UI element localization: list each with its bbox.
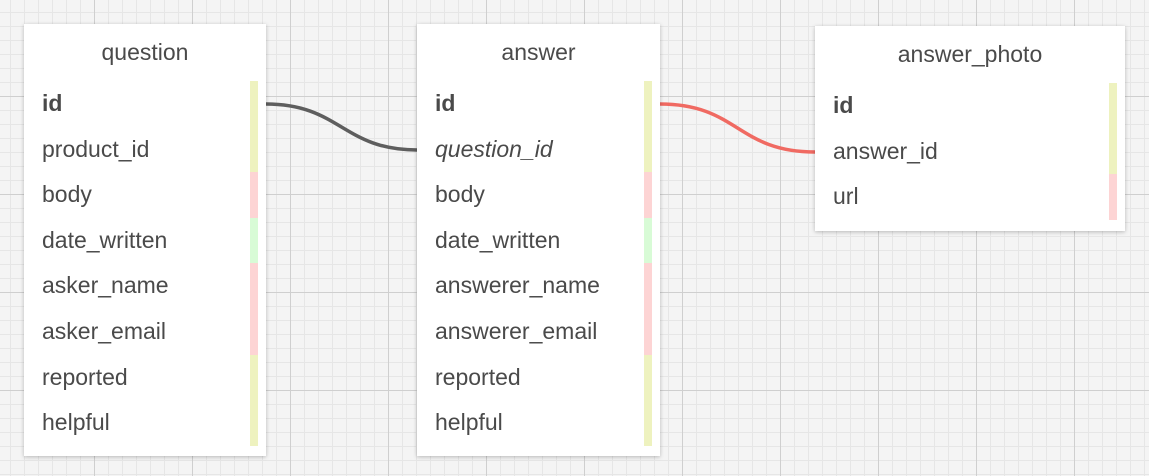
type-indicator (250, 400, 258, 446)
field-row-id[interactable]: id (815, 83, 1125, 129)
field-row-body[interactable]: body (24, 172, 266, 218)
entity-table-answer[interactable]: answer id question_id body date_written … (417, 24, 660, 456)
field-name: answer_id (833, 137, 938, 164)
type-indicator (644, 217, 652, 264)
type-indicator (644, 263, 652, 309)
field-row-helpful[interactable]: helpful (24, 400, 266, 446)
field-row-date-written[interactable]: date_written (417, 217, 660, 264)
field-name: asker_email (42, 317, 166, 344)
field-name: answerer_email (435, 317, 598, 344)
entity-table-answer-photo[interactable]: answer_photo id answer_id url (815, 26, 1125, 231)
type-indicator (250, 172, 258, 218)
type-indicator (1109, 128, 1117, 175)
field-name: asker_name (42, 272, 169, 299)
type-indicator (644, 81, 652, 127)
type-indicator (250, 217, 258, 264)
field-row-question-id[interactable]: question_id (417, 126, 660, 173)
field-name: helpful (42, 409, 110, 436)
field-name: date_written (435, 226, 561, 253)
field-name: id (42, 90, 63, 116)
field-row-url[interactable]: url (815, 174, 1125, 220)
field-row-answer-id[interactable]: answer_id (815, 128, 1125, 175)
type-indicator (1109, 174, 1117, 220)
field-name: answerer_name (435, 272, 600, 299)
field-name: helpful (435, 409, 503, 436)
type-indicator (644, 354, 652, 401)
field-row-reported[interactable]: reported (24, 354, 266, 401)
field-row-id[interactable]: id (24, 81, 266, 127)
field-name: question_id (435, 135, 553, 162)
type-indicator (644, 172, 652, 218)
type-indicator (1109, 83, 1117, 129)
field-name: product_id (42, 135, 150, 162)
relation-line-question-answer[interactable] (265, 102, 418, 152)
entity-title[interactable]: question (101, 39, 189, 65)
field-name: url (833, 183, 859, 210)
entity-title[interactable]: answer_photo (897, 41, 1043, 67)
field-name: reported (42, 363, 128, 390)
field-row-answerer-name[interactable]: answerer_name (417, 263, 660, 309)
field-name: reported (435, 363, 521, 390)
field-row-reported[interactable]: reported (417, 354, 660, 401)
field-row-id[interactable]: id (417, 81, 660, 127)
field-row-helpful[interactable]: helpful (417, 400, 660, 446)
type-indicator (644, 400, 652, 446)
relation-line-answer-answer-photo[interactable] (659, 102, 816, 154)
field-row-product-id[interactable]: product_id (24, 126, 266, 173)
entity-table-question[interactable]: question id product_id body date_written… (24, 24, 266, 456)
type-indicator (250, 81, 258, 127)
type-indicator (250, 126, 258, 173)
field-name: date_written (42, 226, 168, 253)
field-name: body (435, 181, 485, 208)
field-row-body[interactable]: body (417, 172, 660, 218)
type-indicator (250, 263, 258, 309)
field-name: body (42, 181, 92, 208)
type-indicator (250, 354, 258, 401)
type-indicator (644, 308, 652, 355)
field-row-asker-email[interactable]: asker_email (24, 308, 266, 355)
type-indicator (644, 126, 652, 173)
field-name: id (435, 90, 456, 116)
entity-title[interactable]: answer (501, 39, 576, 65)
field-row-answerer-email[interactable]: answerer_email (417, 308, 660, 355)
field-row-asker-name[interactable]: asker_name (24, 263, 266, 309)
type-indicator (250, 308, 258, 355)
field-name: id (833, 92, 854, 118)
field-row-date-written[interactable]: date_written (24, 217, 266, 264)
